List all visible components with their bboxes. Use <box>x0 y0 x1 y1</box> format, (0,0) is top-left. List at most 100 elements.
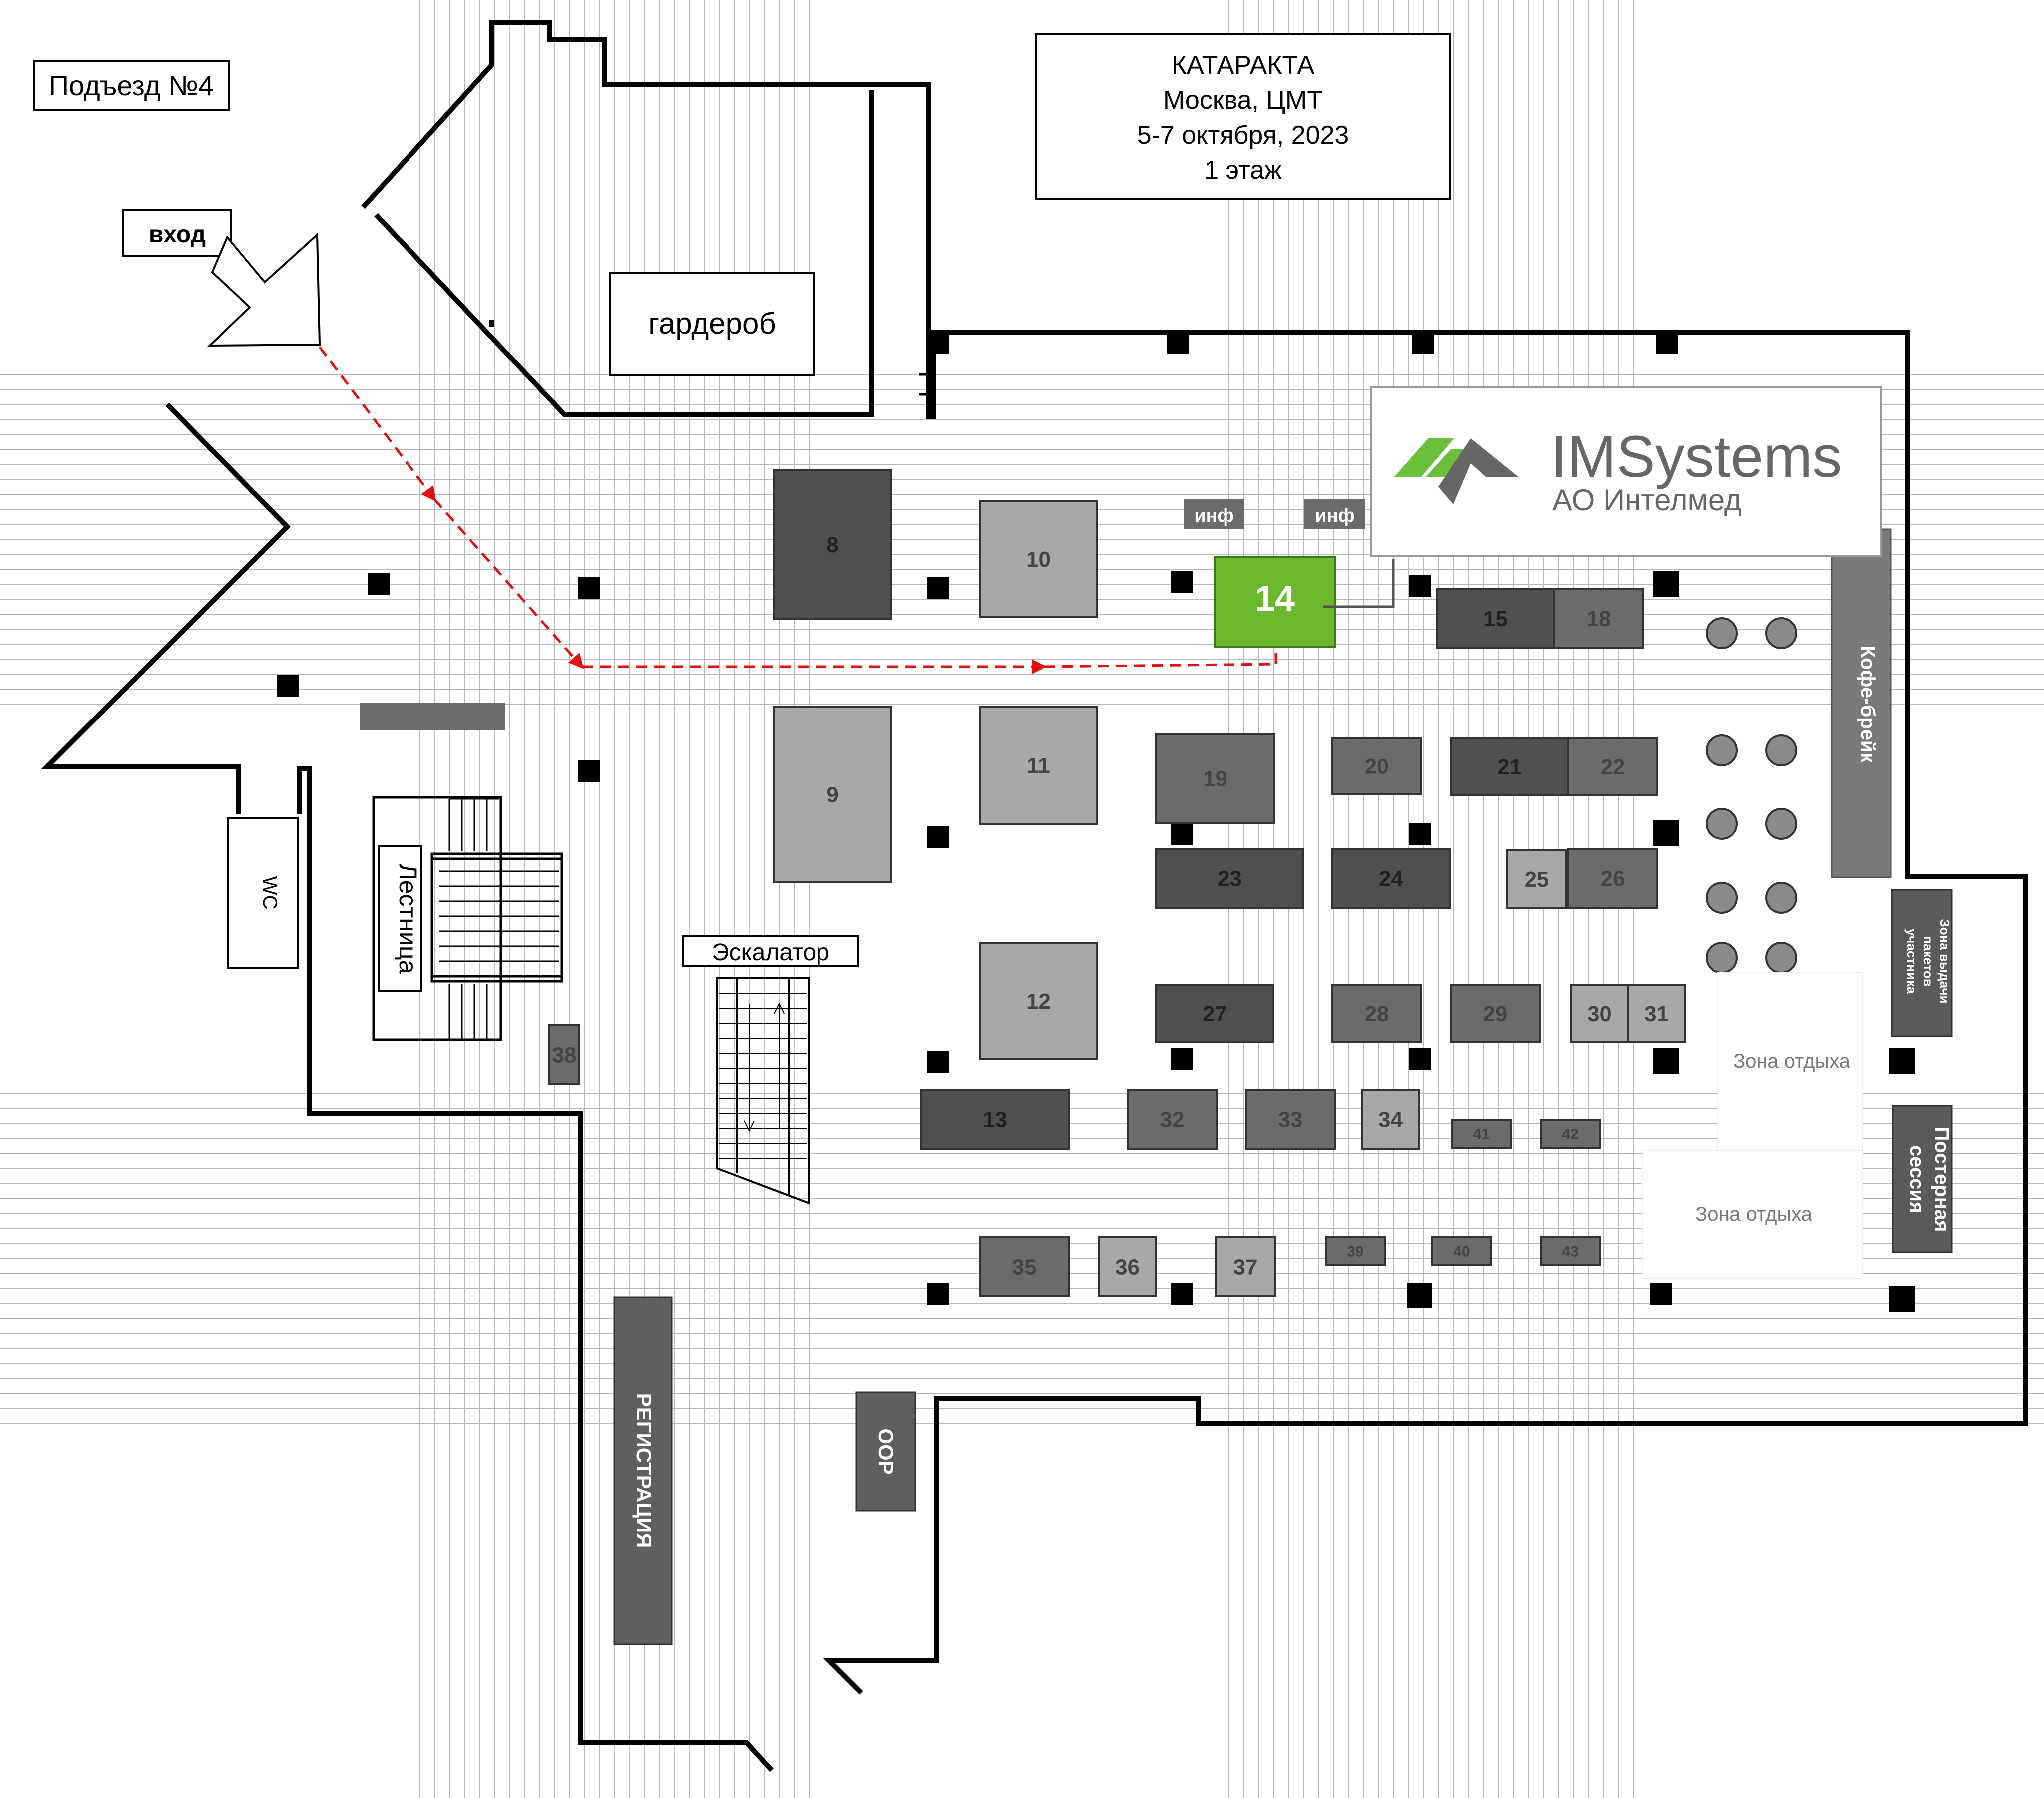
info-desk[interactable] <box>1304 499 1365 529</box>
stand-35-label: 35 <box>1012 1255 1037 1279</box>
entrance-label: Подъезд №4 <box>49 70 214 101</box>
stand-34[interactable] <box>1361 1089 1420 1150</box>
stand-13-label: 13 <box>983 1107 1007 1132</box>
info-desk-label: инф <box>1315 505 1355 526</box>
stand-26[interactable] <box>1567 848 1658 909</box>
column <box>1171 571 1193 593</box>
stand-40[interactable] <box>1431 1236 1492 1266</box>
stand-18[interactable] <box>1553 588 1644 649</box>
stand-43[interactable] <box>1540 1236 1601 1266</box>
packet-issue-label-2: пакетов <box>1921 936 1936 987</box>
poster-session-label-1: Постерная <box>1931 1127 1953 1232</box>
stand-14-highlight[interactable] <box>1214 556 1336 648</box>
stand-25[interactable] <box>1506 849 1567 909</box>
info-desk[interactable] <box>1184 499 1244 529</box>
stand-29[interactable] <box>1450 984 1541 1043</box>
column <box>1167 332 1189 354</box>
column <box>1407 1283 1432 1308</box>
packet-issue-label-3: участника <box>1904 929 1919 994</box>
rest-zone-label: Зона отдыха <box>1733 1050 1851 1072</box>
stand-37[interactable] <box>1215 1236 1276 1297</box>
column <box>1409 1048 1431 1070</box>
coffee-break-counter[interactable] <box>1831 528 1892 878</box>
hall-left-lower-wall <box>297 766 774 1772</box>
stand-8[interactable] <box>773 469 892 620</box>
stand-36[interactable] <box>1098 1236 1157 1297</box>
column <box>1653 571 1679 597</box>
stairs <box>372 796 563 1041</box>
poster-session-zone[interactable] <box>1892 1105 1953 1253</box>
packet-issue-zone[interactable] <box>1891 889 1953 1037</box>
stand-35[interactable] <box>979 1236 1070 1297</box>
event-dates: 5-7 октября, 2023 <box>1137 121 1349 150</box>
stand-32[interactable] <box>1127 1089 1218 1150</box>
stand-18-label: 18 <box>1587 607 1611 631</box>
wc-room <box>227 817 299 969</box>
stand-43-label: 43 <box>1562 1244 1578 1260</box>
stand-30-label: 30 <box>1587 1002 1612 1026</box>
wardrobe-label: гардероб <box>648 307 776 340</box>
column <box>368 573 390 595</box>
stand-8-label: 8 <box>826 533 838 557</box>
stand-13[interactable] <box>920 1089 1070 1150</box>
wc-label: WC <box>259 876 281 910</box>
stand-27[interactable] <box>1155 984 1274 1043</box>
stand-28[interactable] <box>1331 984 1422 1043</box>
rest-zone <box>1717 972 1863 1151</box>
oop-room[interactable] <box>855 1391 916 1512</box>
columns <box>277 332 1915 1312</box>
stand-41[interactable] <box>1451 1119 1512 1149</box>
hall-left-wall <box>41 402 291 814</box>
sponsor-leader-line <box>1323 559 1395 608</box>
stand-23-label: 23 <box>1218 866 1242 891</box>
column <box>1171 1283 1193 1305</box>
column <box>1889 1286 1915 1312</box>
stand-11[interactable] <box>979 706 1098 825</box>
stand-21[interactable] <box>1450 737 1569 796</box>
stand-28-label: 28 <box>1365 1002 1389 1026</box>
round-tables <box>1706 617 1797 974</box>
column <box>578 760 600 782</box>
escalator-label: Эскалатор <box>712 939 829 966</box>
stand-10-label: 10 <box>1026 547 1051 572</box>
entry-sign-box <box>122 209 232 257</box>
stand-20[interactable] <box>1331 737 1422 795</box>
stand-37-label: 37 <box>1233 1255 1258 1279</box>
stand-41-label: 41 <box>1473 1126 1489 1143</box>
stand-22[interactable] <box>1567 737 1658 796</box>
stand-9[interactable] <box>773 706 892 883</box>
stand-23[interactable] <box>1155 848 1304 909</box>
column <box>1656 332 1678 354</box>
stand-24-label: 24 <box>1379 866 1403 891</box>
stand-42-label: 42 <box>1562 1126 1578 1143</box>
column <box>927 1283 949 1305</box>
column <box>277 675 299 697</box>
wardrobe-wall <box>361 20 931 419</box>
stand-39[interactable] <box>1325 1236 1386 1266</box>
entry-arrow-icon <box>207 232 321 347</box>
event-floor: 1 этаж <box>1204 156 1282 185</box>
stand-31[interactable] <box>1627 984 1686 1043</box>
stand-33[interactable] <box>1245 1089 1336 1150</box>
sponsor-subtitle: АО Интелмед <box>1552 483 1742 517</box>
stand-14-label: 14 <box>1255 579 1295 619</box>
stand-31-label: 31 <box>1644 1002 1669 1026</box>
stand-10[interactable] <box>979 500 1098 618</box>
stand-24[interactable] <box>1331 848 1451 909</box>
escalator-label-box <box>682 935 859 967</box>
walls <box>41 20 2028 1772</box>
registration-desk[interactable] <box>613 1296 673 1645</box>
registration-label: РЕГИСТРАЦИЯ <box>632 1393 656 1548</box>
stand-38[interactable] <box>548 1024 580 1085</box>
packet-issue-label-1: Зона выдачи <box>1937 919 1952 1003</box>
stand-12-label: 12 <box>1026 989 1051 1014</box>
column <box>927 332 949 354</box>
stand-42[interactable] <box>1540 1119 1601 1149</box>
column <box>927 826 949 848</box>
coffee-break-label: Кофе-брейк <box>1857 646 1879 763</box>
column <box>1171 1048 1193 1070</box>
stand-12[interactable] <box>979 942 1098 1060</box>
stand-19[interactable] <box>1155 733 1275 824</box>
